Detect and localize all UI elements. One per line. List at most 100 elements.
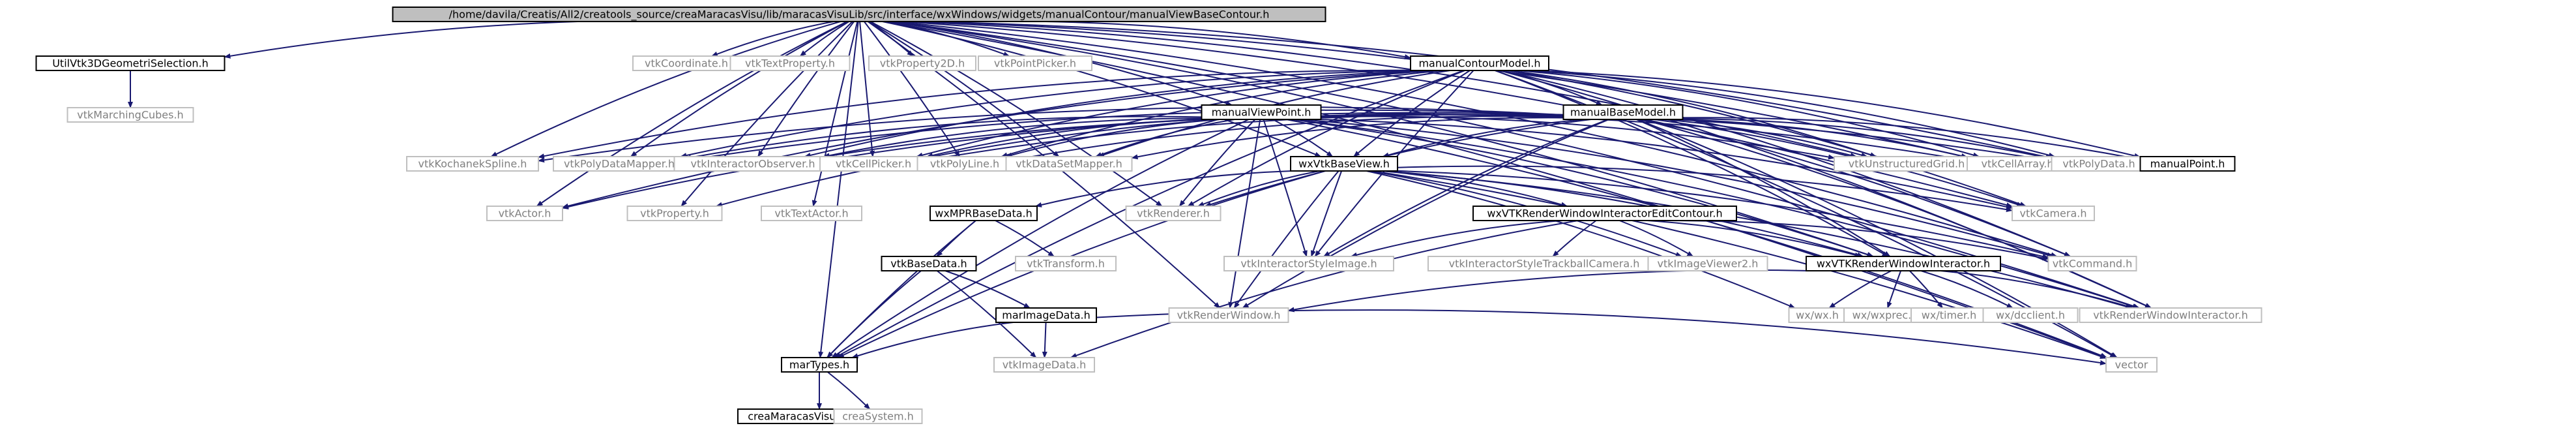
edge-manualContourModel-to-vtkKochanekSpline xyxy=(538,69,1411,159)
node-wxVTKRenderWindowInteractorEditContour[interactable]: wxVTKRenderWindowInteractorEditContour.h xyxy=(1472,206,1737,221)
node-vtkInteractorStyleTrackballCamera: vtkInteractorStyleTrackballCamera.h xyxy=(1427,256,1661,271)
node-label: vtkUnstructuredGrid.h xyxy=(1849,158,1965,170)
node-label: wx/dcclient.h xyxy=(1996,309,2065,322)
node-box xyxy=(626,206,723,221)
node-label: UtilVtk3DGeometriSelection.h xyxy=(52,57,209,70)
node-box xyxy=(929,206,1038,221)
node-vtkImageData: vtkImageData.h xyxy=(993,357,1095,373)
node-manualPoint[interactable]: manualPoint.h xyxy=(2139,156,2236,172)
node-label: wxVTKRenderWindowInteractorEditContour.h xyxy=(1487,207,1722,220)
edge-manualBaseModel-to-vtkRenderer xyxy=(1205,119,1592,207)
edge-wxVtkBaseView-to-wxMPRBaseData xyxy=(1035,170,1292,207)
node-vtkBaseData[interactable]: vtkBaseData.h xyxy=(881,256,977,271)
edge-manualViewPoint-to-vtkRenderWindowInteractor xyxy=(1293,119,2139,309)
edge-manualBaseModel-to-vtkRenderWindowInteractor xyxy=(1642,119,2152,309)
node-label: vtkCellPicker.h xyxy=(836,158,911,170)
edge-wxVtkBaseView-to-vtkInteractorStyleImage xyxy=(1310,170,1343,257)
edge-root-to-vtkRenderWindowInteractor xyxy=(890,21,2140,309)
edge-manualViewPoint-to-vtkRenderer xyxy=(1178,119,1256,207)
edge-manualContourModel-to-vtkActor xyxy=(562,70,1434,209)
edge-wxVTKRenderWindowInteractorEditContour-to-vtkImageData xyxy=(1070,220,1579,358)
node-label: marImageData.h xyxy=(1002,309,1090,322)
edge-manualViewPoint-to-vtkProperty xyxy=(715,119,1220,207)
node-vector: vector xyxy=(2105,357,2158,373)
node-label: vtkImageViewer2.h xyxy=(1658,258,1759,270)
node-box xyxy=(1472,206,1737,221)
node-box xyxy=(2105,357,2158,373)
node-vtkPointPicker: vtkPointPicker.h xyxy=(978,55,1092,71)
node-vtkKochanekSpline: vtkKochanekSpline.h xyxy=(406,156,539,172)
node-root[interactable]: /home/davila/Creatis/All2/creatools_sour… xyxy=(392,7,1326,22)
node-wxVtkBaseView[interactable]: wxVtkBaseView.h xyxy=(1290,156,1398,172)
edge-manualBaseModel-to-manualPoint xyxy=(1682,117,2141,161)
node-box xyxy=(1562,104,1684,120)
edge-wxVTKRenderWindowInteractorEditContour-to-vtkImageViewer2 xyxy=(1619,220,1694,257)
edge-wxVTKRenderWindowInteractorEditContour-to-vtkInteractorStyleTrackballCamera xyxy=(1552,220,1597,257)
node-box xyxy=(995,307,1097,323)
edge-wxVtkBaseView-to-vtkRenderWindow xyxy=(1233,170,1339,309)
node-vtkCellArray: vtkCellArray.h xyxy=(1967,156,2068,172)
node-vtkInteractorStyleImage: vtkInteractorStyleImage.h xyxy=(1223,256,1394,271)
node-manualContourModel[interactable]: manualContourModel.h xyxy=(1410,55,1549,71)
edge-marImageData-to-vtkImageData xyxy=(1042,322,1047,358)
edge-wxVTKRenderWindowInteractor-to-vtkRenderWindowInteractor xyxy=(1940,270,2134,309)
node-box xyxy=(2079,307,2262,323)
node-box xyxy=(406,156,539,172)
node-wx-dcclient: wx/dcclient.h xyxy=(1982,307,2079,323)
node-vtkTransform: vtkTransform.h xyxy=(1015,256,1117,271)
node-box xyxy=(993,357,1095,373)
node-marTypes[interactable]: marTypes.h xyxy=(781,357,858,373)
edge-root-to-vector xyxy=(885,21,2107,359)
edge-wxVTKRenderWindowInteractorEditContour-to-vtkInteractorStyleImage xyxy=(1350,220,1563,258)
edge-wxMPRBaseData-to-vtkTransform xyxy=(995,220,1055,257)
edge-wxVtkBaseView-to-vtkRenderer xyxy=(1197,170,1320,207)
node-box xyxy=(2139,156,2236,172)
edge-root-to-vtkDataSetMapper xyxy=(868,21,1060,157)
node-label: vtkInteractorStyleTrackballCamera.h xyxy=(1449,258,1640,270)
node-vtkMarchingCubes: vtkMarchingCubes.h xyxy=(66,107,194,123)
node-box xyxy=(833,408,923,424)
node-label: vtkTextActor.h xyxy=(774,207,848,220)
edge-wxMPRBaseData-to-marTypes xyxy=(827,220,976,358)
node-box xyxy=(392,7,1326,22)
node-wx-wx: wx/wx.h xyxy=(1788,307,1847,323)
edge-manualContourModel-to-marTypes xyxy=(834,70,1465,358)
edge-root-to-vtkProperty xyxy=(681,21,853,207)
edge-marTypes-to-creaSystem xyxy=(827,371,871,410)
node-label: vtkRenderer.h xyxy=(1137,207,1210,220)
edge-vtkBaseData-to-vtkImageData xyxy=(936,270,1037,358)
node-label: wxVTKRenderWindowInteractor.h xyxy=(1817,258,1990,270)
node-vtkRenderer: vtkRenderer.h xyxy=(1125,206,1222,221)
node-vtkCommand: vtkCommand.h xyxy=(2047,256,2137,271)
node-box xyxy=(881,256,977,271)
edge-manualBaseModel-to-vtkCellArray xyxy=(1678,119,1968,159)
node-manualViewPoint[interactable]: manualViewPoint.h xyxy=(1201,104,1322,120)
edge-wxVtkBaseView-to-vtkCamera xyxy=(1397,165,2013,213)
node-wxMPRBaseData[interactable]: wxMPRBaseData.h xyxy=(929,206,1038,221)
node-box xyxy=(2047,256,2137,271)
node-vtkPolyLine: vtkPolyLine.h xyxy=(916,156,1013,172)
edge-manualBaseModel-to-vtkRenderWindow xyxy=(1242,119,1609,309)
node-label: manualContourModel.h xyxy=(1418,57,1540,70)
edge-manualBaseModel-to-vtkPolyData xyxy=(1682,117,2053,161)
edge-manualContourModel-to-vtkPolyData xyxy=(1523,70,2056,158)
node-label: vtkCamera.h xyxy=(2019,207,2086,220)
node-vtkRenderWindow: vtkRenderWindow.h xyxy=(1168,307,1289,323)
node-manualBaseModel[interactable]: manualBaseModel.h xyxy=(1562,104,1684,120)
edge-manualBaseModel-to-vtkPolyDataMapper xyxy=(684,109,1564,162)
node-wxVTKRenderWindowInteractor[interactable]: wxVTKRenderWindowInteractor.h xyxy=(1806,256,2001,271)
node-vtkActor: vtkActor.h xyxy=(486,206,563,221)
node-box xyxy=(486,206,563,221)
node-UtilVtk3DGeometriSelection[interactable]: UtilVtk3DGeometriSelection.h xyxy=(35,55,226,71)
node-label: wxMPRBaseData.h xyxy=(935,207,1032,220)
edge-root-to-vtkCellPicker xyxy=(859,21,875,157)
edge-manualContourModel-to-vtkCellPicker xyxy=(916,70,1437,158)
edge-manualBaseModel-to-vtkPolyLine xyxy=(1011,115,1564,162)
node-label: vtkCellArray.h xyxy=(1982,158,2054,170)
node-marImageData[interactable]: marImageData.h xyxy=(995,307,1097,323)
edge-manualContourModel-to-wxVTKRenderWindowInteractor xyxy=(1494,70,1889,257)
edge-manualContourModel-to-vtkPolyDataMapper xyxy=(680,70,1418,159)
node-label: manualPoint.h xyxy=(2150,158,2225,170)
edge-root-to-vtkPolyLine xyxy=(863,21,961,157)
node-vtkUnstructuredGrid: vtkUnstructuredGrid.h xyxy=(1834,156,1980,172)
